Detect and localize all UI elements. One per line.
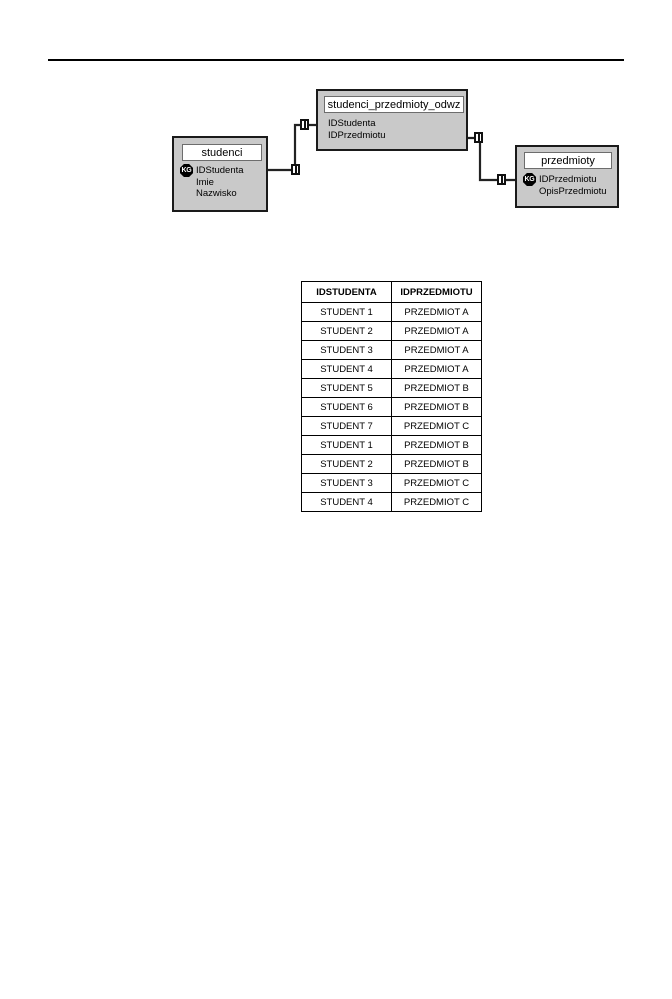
field-odwz-idprzedmiotu: IDPrzedmiotu	[328, 129, 386, 141]
table-row: STUDENT 2 PRZEDMIOT A	[301, 321, 482, 341]
cell-idstudenta: STUDENT 7	[301, 416, 392, 436]
entity-title-przedmioty: przedmioty	[524, 152, 612, 169]
header-divider-rule	[48, 59, 624, 61]
cell-idstudenta: STUDENT 3	[301, 340, 392, 360]
cell-idprzedmiotu: PRZEDMIOT A	[391, 340, 482, 360]
er-diagram: studenci IDStudenta Imie Nazwisko KG stu…	[0, 0, 672, 260]
column-header-idstudenta: IDSTUDENTA	[301, 281, 392, 303]
cell-idprzedmiotu: PRZEDMIOT B	[391, 378, 482, 398]
cell-idstudenta: STUDENT 4	[301, 359, 392, 379]
cell-idprzedmiotu: PRZEDMIOT A	[391, 359, 482, 379]
cell-idstudenta: STUDENT 2	[301, 454, 392, 474]
relationship-marker-icon	[291, 164, 300, 175]
cell-idstudenta: STUDENT 6	[301, 397, 392, 417]
table-row: STUDENT 6 PRZEDMIOT B	[301, 397, 482, 417]
cell-idstudenta: STUDENT 1	[301, 302, 392, 322]
primary-key-badge-icon: KG	[180, 164, 193, 177]
table-studenci-przedmioty-odwz: IDSTUDENTA IDPRZEDMIOTU STUDENT 1 PRZEDM…	[301, 281, 482, 512]
table-body: STUDENT 1 PRZEDMIOT A STUDENT 2 PRZEDMIO…	[301, 302, 482, 512]
table-row: STUDENT 1 PRZEDMIOT B	[301, 435, 482, 455]
cell-idprzedmiotu: PRZEDMIOT B	[391, 397, 482, 417]
field-studenci-nazwisko: Nazwisko	[196, 188, 237, 199]
entity-fields-studenci-przedmioty-odwz: IDStudenta IDPrzedmiotu	[328, 118, 386, 141]
cell-idstudenta: STUDENT 5	[301, 378, 392, 398]
field-studenci-idstudenta: IDStudenta	[196, 165, 244, 176]
entity-box-studenci-przedmioty-odwz[interactable]: studenci_przedmioty_odwz IDStudenta IDPr…	[316, 89, 468, 151]
cell-idprzedmiotu: PRZEDMIOT C	[391, 416, 482, 436]
cell-idstudenta: STUDENT 3	[301, 473, 392, 493]
table-row: STUDENT 2 PRZEDMIOT B	[301, 454, 482, 474]
column-header-idprzedmiotu: IDPRZEDMIOTU	[391, 281, 482, 303]
entity-box-przedmioty[interactable]: przedmioty IDPrzedmiotu OpisPrzedmiotu K…	[515, 145, 619, 208]
field-odwz-idstudenta: IDStudenta	[328, 118, 376, 129]
field-przedmioty-idprzedmiotu: IDPrzedmiotu	[539, 174, 597, 185]
table-row: STUDENT 4 PRZEDMIOT C	[301, 492, 482, 512]
cell-idprzedmiotu: PRZEDMIOT A	[391, 321, 482, 341]
table-row: STUDENT 1 PRZEDMIOT A	[301, 302, 482, 322]
cell-idprzedmiotu: PRZEDMIOT C	[391, 473, 482, 493]
table-header-row: IDSTUDENTA IDPRZEDMIOTU	[301, 281, 482, 303]
cell-idprzedmiotu: PRZEDMIOT B	[391, 435, 482, 455]
cell-idstudenta: STUDENT 1	[301, 435, 392, 455]
primary-key-badge-icon: KG	[523, 173, 536, 186]
entity-fields-przedmioty: IDPrzedmiotu OpisPrzedmiotu	[539, 174, 607, 197]
table-row: STUDENT 3 PRZEDMIOT A	[301, 340, 482, 360]
cell-idprzedmiotu: PRZEDMIOT A	[391, 302, 482, 322]
cell-idstudenta: STUDENT 2	[301, 321, 392, 341]
cell-idstudenta: STUDENT 4	[301, 492, 392, 512]
table-row: STUDENT 5 PRZEDMIOT B	[301, 378, 482, 398]
mapping-data-table: IDSTUDENTA IDPRZEDMIOTU STUDENT 1 PRZEDM…	[301, 281, 482, 512]
cell-idprzedmiotu: PRZEDMIOT C	[391, 492, 482, 512]
entity-fields-studenci: IDStudenta Imie Nazwisko	[196, 165, 244, 200]
entity-title-studenci-przedmioty-odwz: studenci_przedmioty_odwz	[324, 96, 464, 113]
relationship-marker-icon	[497, 174, 506, 185]
relationship-marker-icon	[474, 132, 483, 143]
field-studenci-imie: Imie	[196, 176, 214, 188]
table-row: STUDENT 3 PRZEDMIOT C	[301, 473, 482, 493]
table-row: STUDENT 4 PRZEDMIOT A	[301, 359, 482, 379]
relationship-marker-icon	[300, 119, 309, 130]
entity-title-studenci: studenci	[182, 144, 262, 161]
table-row: STUDENT 7 PRZEDMIOT C	[301, 416, 482, 436]
field-przedmioty-opisprzedmiotu: OpisPrzedmiotu	[539, 185, 607, 197]
cell-idprzedmiotu: PRZEDMIOT B	[391, 454, 482, 474]
entity-box-studenci[interactable]: studenci IDStudenta Imie Nazwisko KG	[172, 136, 268, 212]
